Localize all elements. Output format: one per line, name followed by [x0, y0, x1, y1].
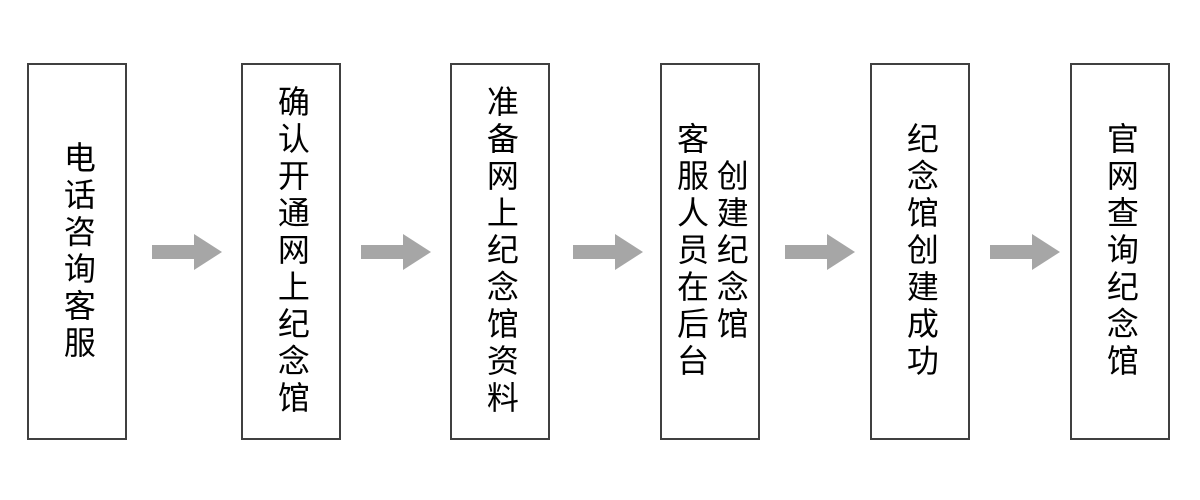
flow-arrow-3 [573, 234, 643, 270]
flow-node-4-label-col-1: 客服人员在后台 [672, 122, 710, 381]
flow-node-3-label: 准备网上纪念馆资料 [481, 85, 520, 418]
flow-node-1-label: 电话咨询客服 [58, 140, 97, 363]
flow-node-1[interactable]: 电话咨询客服 [27, 63, 127, 440]
flow-node-2[interactable]: 确认开通网上纪念馆 [241, 63, 341, 440]
flow-node-6-label: 官网查询纪念馆 [1101, 122, 1140, 381]
flow-node-5[interactable]: 纪念馆创建成功 [870, 63, 970, 440]
flow-arrow-2 [361, 234, 431, 270]
flow-node-4-label-col-2: 创建纪念馆 [711, 159, 750, 344]
flow-node-4[interactable]: 客服人员在后台 创建纪念馆 [660, 63, 760, 440]
flow-node-3[interactable]: 准备网上纪念馆资料 [450, 63, 550, 440]
flow-node-6[interactable]: 官网查询纪念馆 [1070, 63, 1170, 440]
flow-arrow-1 [152, 234, 222, 270]
flow-arrow-4 [785, 234, 855, 270]
flow-arrow-5 [990, 234, 1060, 270]
flow-node-2-label: 确认开通网上纪念馆 [272, 85, 311, 418]
flow-node-5-label: 纪念馆创建成功 [901, 122, 940, 381]
